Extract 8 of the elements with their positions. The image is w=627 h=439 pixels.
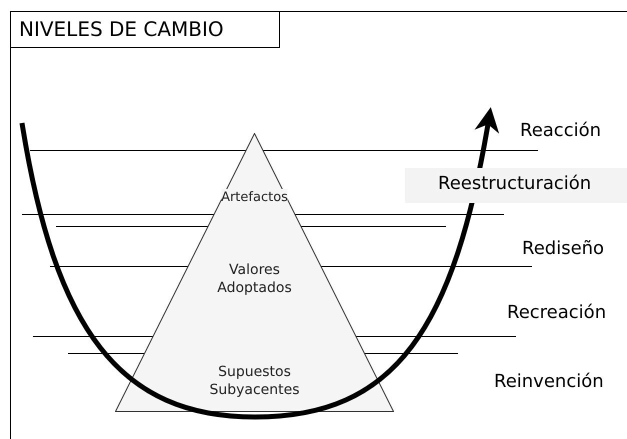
level-label: Recreación bbox=[507, 302, 606, 323]
title: NIVELES DE CAMBIO bbox=[10, 11, 280, 48]
layer-label: Valores Adoptados bbox=[216, 261, 293, 297]
level-label: Reinvención bbox=[494, 371, 604, 392]
level-label: Rediseño bbox=[522, 238, 604, 259]
level-label: Reacción bbox=[520, 120, 602, 141]
level-label: Reestructuración bbox=[438, 173, 592, 194]
layer-label: Supuestos Subyacentes bbox=[208, 363, 301, 399]
